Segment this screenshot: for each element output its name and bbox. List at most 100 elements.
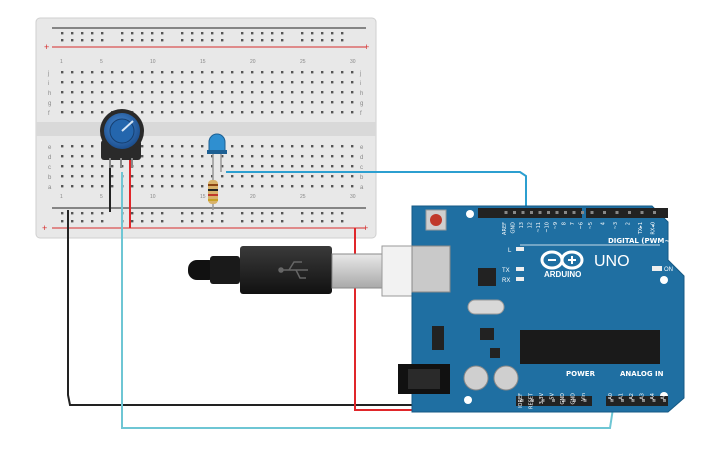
header-pin[interactable] [631, 399, 635, 402]
rail-hole[interactable] [201, 212, 204, 215]
breadboard-hole[interactable] [181, 185, 184, 188]
breadboard-hole[interactable] [311, 91, 314, 94]
breadboard-hole[interactable] [101, 81, 104, 84]
power-jack-icon[interactable] [398, 364, 450, 394]
breadboard-hole[interactable] [311, 71, 314, 74]
rail-hole[interactable] [251, 32, 254, 35]
breadboard-hole[interactable] [261, 155, 264, 158]
breadboard-hole[interactable] [191, 71, 194, 74]
breadboard-hole[interactable] [201, 185, 204, 188]
breadboard-hole[interactable] [71, 101, 74, 104]
breadboard-hole[interactable] [211, 81, 214, 84]
breadboard-hole[interactable] [171, 155, 174, 158]
breadboard-hole[interactable] [321, 145, 324, 148]
breadboard-hole[interactable] [321, 71, 324, 74]
rail-hole[interactable] [191, 32, 194, 35]
breadboard-hole[interactable] [231, 175, 234, 178]
breadboard-hole[interactable] [171, 111, 174, 114]
breadboard-hole[interactable] [141, 101, 144, 104]
rail-hole[interactable] [341, 39, 344, 42]
breadboard-hole[interactable] [281, 185, 284, 188]
rail-hole[interactable] [131, 212, 134, 215]
breadboard-hole[interactable] [91, 145, 94, 148]
rail-hole[interactable] [91, 212, 94, 215]
rail-hole[interactable] [81, 220, 84, 223]
rail-hole[interactable] [241, 220, 244, 223]
rail-hole[interactable] [221, 212, 224, 215]
rail-hole[interactable] [321, 220, 324, 223]
rail-hole[interactable] [151, 32, 154, 35]
breadboard-hole[interactable] [121, 71, 124, 74]
rail-hole[interactable] [191, 220, 194, 223]
breadboard-hole[interactable] [231, 111, 234, 114]
breadboard-hole[interactable] [351, 81, 354, 84]
rail-hole[interactable] [201, 32, 204, 35]
breadboard-hole[interactable] [231, 145, 234, 148]
breadboard-hole[interactable] [241, 101, 244, 104]
breadboard-hole[interactable] [231, 185, 234, 188]
breadboard-hole[interactable] [91, 81, 94, 84]
breadboard-hole[interactable] [251, 91, 254, 94]
breadboard-hole[interactable] [241, 81, 244, 84]
breadboard-hole[interactable] [301, 101, 304, 104]
breadboard-hole[interactable] [61, 71, 64, 74]
rail-hole[interactable] [131, 220, 134, 223]
breadboard-hole[interactable] [71, 81, 74, 84]
breadboard-hole[interactable] [271, 165, 274, 168]
breadboard-hole[interactable] [191, 111, 194, 114]
header-pin[interactable] [562, 399, 566, 402]
breadboard-hole[interactable] [191, 91, 194, 94]
rail-hole[interactable] [71, 220, 74, 223]
breadboard-hole[interactable] [271, 185, 274, 188]
breadboard-hole[interactable] [181, 165, 184, 168]
breadboard-hole[interactable] [331, 145, 334, 148]
breadboard-hole[interactable] [151, 145, 154, 148]
breadboard-hole[interactable] [311, 101, 314, 104]
rail-hole[interactable] [181, 39, 184, 42]
breadboard-hole[interactable] [351, 71, 354, 74]
breadboard-hole[interactable] [241, 91, 244, 94]
breadboard-hole[interactable] [221, 165, 224, 168]
breadboard-hole[interactable] [261, 81, 264, 84]
header-pin[interactable] [652, 399, 656, 402]
breadboard-hole[interactable] [271, 81, 274, 84]
breadboard-hole[interactable] [141, 111, 144, 114]
breadboard-hole[interactable] [141, 71, 144, 74]
breadboard-hole[interactable] [251, 185, 254, 188]
breadboard-hole[interactable] [321, 111, 324, 114]
rail-hole[interactable] [271, 32, 274, 35]
breadboard-hole[interactable] [281, 91, 284, 94]
header-pin[interactable] [640, 211, 644, 214]
rail-hole[interactable] [101, 39, 104, 42]
rail-hole[interactable] [181, 212, 184, 215]
breadboard-hole[interactable] [141, 175, 144, 178]
header-pin[interactable] [504, 211, 508, 214]
rail-hole[interactable] [121, 39, 124, 42]
breadboard-hole[interactable] [111, 101, 114, 104]
breadboard-hole[interactable] [101, 165, 104, 168]
breadboard-hole[interactable] [291, 91, 294, 94]
breadboard-hole[interactable] [181, 91, 184, 94]
breadboard-hole[interactable] [111, 81, 114, 84]
rail-hole[interactable] [61, 32, 64, 35]
breadboard-hole[interactable] [301, 145, 304, 148]
breadboard-hole[interactable] [91, 71, 94, 74]
breadboard-hole[interactable] [221, 111, 224, 114]
rail-hole[interactable] [261, 220, 264, 223]
breadboard-hole[interactable] [111, 175, 114, 178]
breadboard-hole[interactable] [251, 165, 254, 168]
rail-hole[interactable] [101, 32, 104, 35]
breadboard-hole[interactable] [351, 101, 354, 104]
breadboard-hole[interactable] [311, 175, 314, 178]
rail-hole[interactable] [181, 220, 184, 223]
breadboard-hole[interactable] [351, 145, 354, 148]
breadboard-hole[interactable] [291, 71, 294, 74]
breadboard-hole[interactable] [251, 81, 254, 84]
breadboard-hole[interactable] [91, 175, 94, 178]
breadboard-hole[interactable] [61, 185, 64, 188]
breadboard-hole[interactable] [191, 145, 194, 148]
rail-hole[interactable] [331, 220, 334, 223]
rail-hole[interactable] [61, 39, 64, 42]
breadboard-hole[interactable] [251, 71, 254, 74]
rail-hole[interactable] [341, 32, 344, 35]
